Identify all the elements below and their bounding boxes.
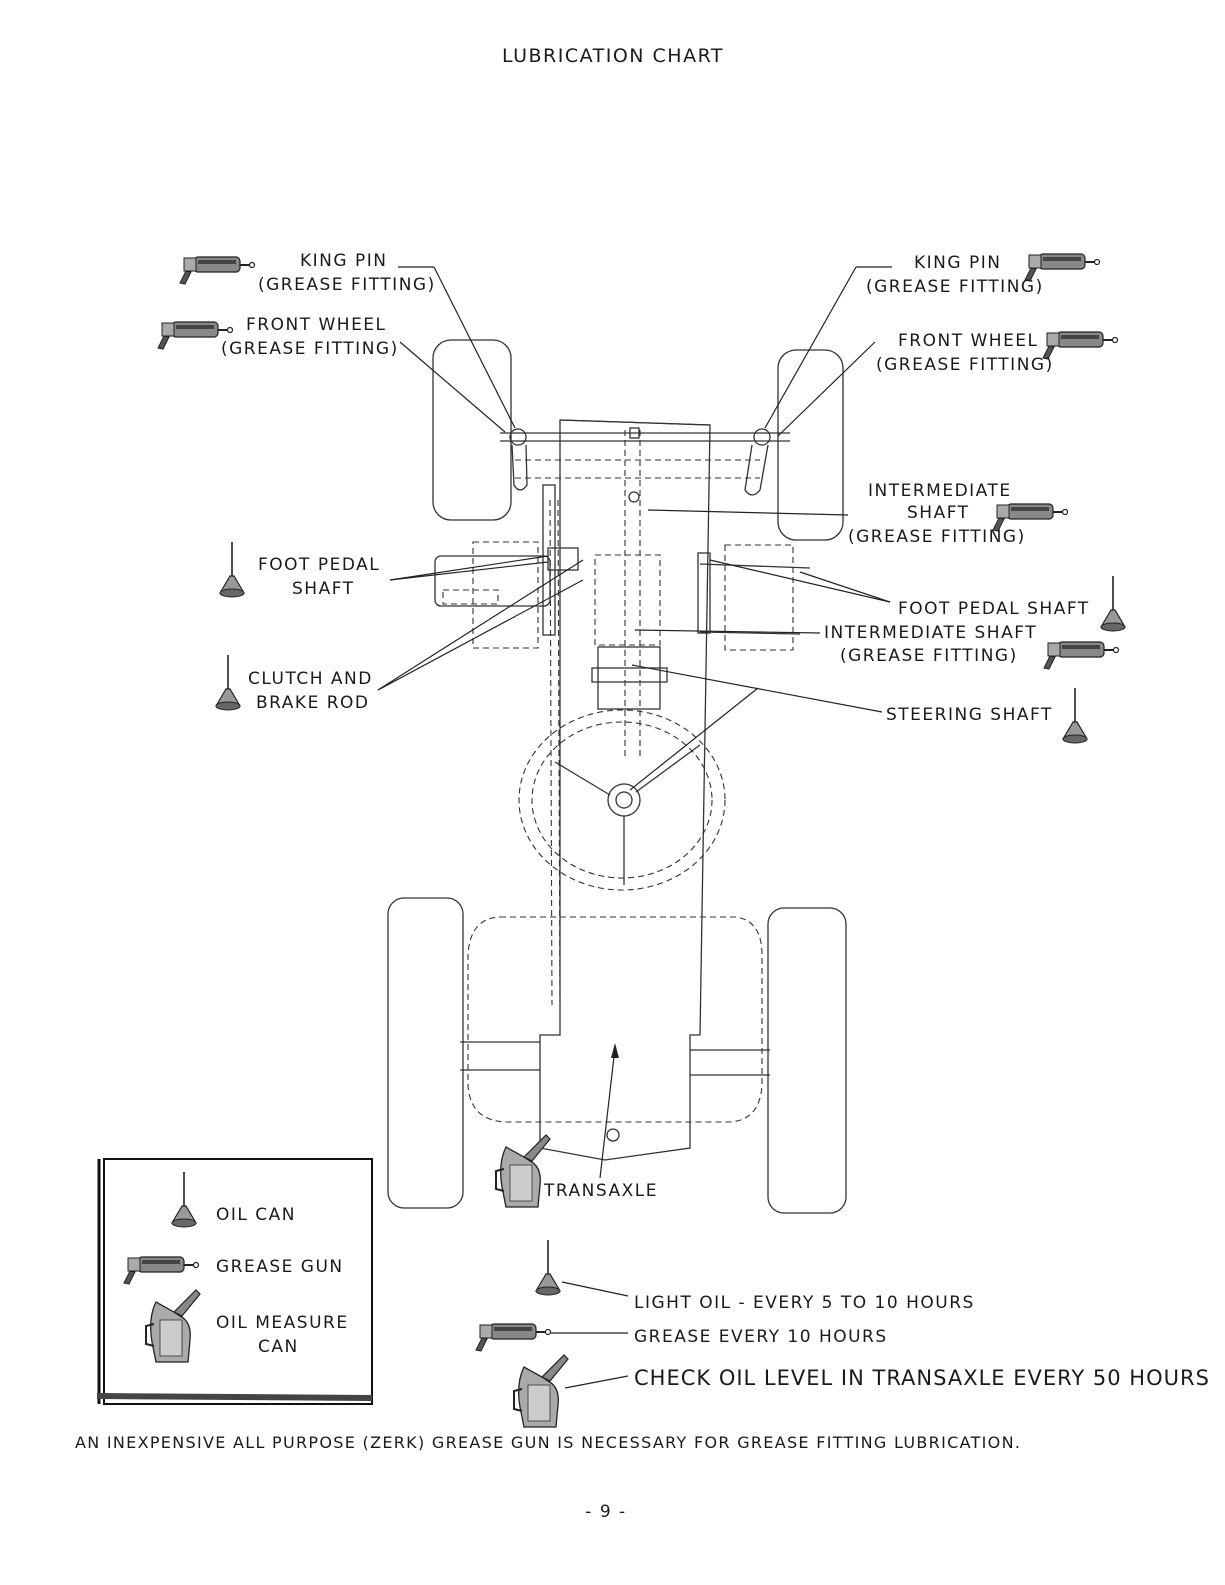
label-intermediate-2: SHAFT [907,503,970,523]
label-intermediate-sub: (GREASE FITTING) [848,527,1026,547]
label-front-wheel-left: FRONT WHEEL [246,315,387,335]
steering-wheel [518,709,726,891]
grease-gun-icon [1043,641,1120,670]
schedule-grease: GREASE EVERY 10 HOURS [634,1327,888,1347]
label-foot-pedal-right: FOOT PEDAL SHAFT [898,599,1090,619]
schedule-grease-gun-icon [475,1323,552,1352]
grease-gun-icon [1042,331,1119,360]
page-number: - 9 - [585,1502,626,1522]
leader-lines [377,266,892,1179]
label-transaxle: TRANSAXLE [543,1181,658,1201]
oil-can-icon [1062,687,1088,744]
label-foot-pedal-left-1: FOOT PEDAL [258,555,380,575]
label-intermediate-shaft-2-sub: (GREASE FITTING) [840,646,1018,666]
rear-left-tire [387,897,464,1209]
label-king-pin-right-sub: (GREASE FITTING) [866,277,1044,297]
chart-title: LUBRICATION CHART [502,45,724,67]
label-front-wheel-left-sub: (GREASE FITTING) [221,339,399,359]
schedule-oil-measure-can-icon [513,1354,569,1428]
schedule-light-oil: LIGHT OIL - EVERY 5 TO 10 HOURS [634,1293,975,1313]
label-intermediate-1: INTERMEDIATE [868,481,1012,501]
legend-grease-gun-label: GREASE GUN [216,1257,344,1277]
label-front-wheel-right-sub: (GREASE FITTING) [876,355,1054,375]
front-left-tire [432,339,512,521]
legend-oil-can-label: OIL CAN [216,1205,296,1225]
footnote: AN INEXPENSIVE ALL PURPOSE (ZERK) GREASE… [75,1433,1021,1452]
label-front-wheel-right: FRONT WHEEL [898,331,1039,351]
label-king-pin-left: KING PIN [300,251,387,271]
label-steering-shaft: STEERING SHAFT [886,705,1053,725]
label-clutch-brake-1: CLUTCH AND [248,669,373,689]
label-king-pin-right: KING PIN [914,253,1001,273]
legend-oil-measure-label-2: CAN [258,1337,299,1357]
legend-oil-measure-label-1: OIL MEASURE [216,1313,349,1333]
oil-can-icon [215,654,241,711]
label-clutch-brake-2: BRAKE ROD [256,693,370,713]
transaxle-housing [467,916,763,1123]
label-foot-pedal-left-2: SHAFT [292,579,355,599]
schedule-oil-can-icon [535,1239,561,1296]
tractor-drawing [387,339,847,1214]
label-king-pin-left-sub: (GREASE FITTING) [258,275,436,295]
grease-gun-icon [179,256,256,285]
label-intermediate-shaft-2: INTERMEDIATE SHAFT [824,623,1037,643]
front-right-tire [777,349,844,541]
lubrication-schedule: LIGHT OIL - EVERY 5 TO 10 HOURS GREASE E… [475,1239,1210,1428]
oil-measure-can-icon [495,1134,551,1208]
legend-box: OIL CAN GREASE GUN OIL MEASURE CAN [96,1158,373,1405]
oil-can-icon [1100,575,1126,632]
rear-right-tire [767,907,847,1214]
schedule-check-oil: CHECK OIL LEVEL IN TRANSAXLE EVERY 50 HO… [634,1366,1210,1390]
oil-can-icon [219,541,245,598]
